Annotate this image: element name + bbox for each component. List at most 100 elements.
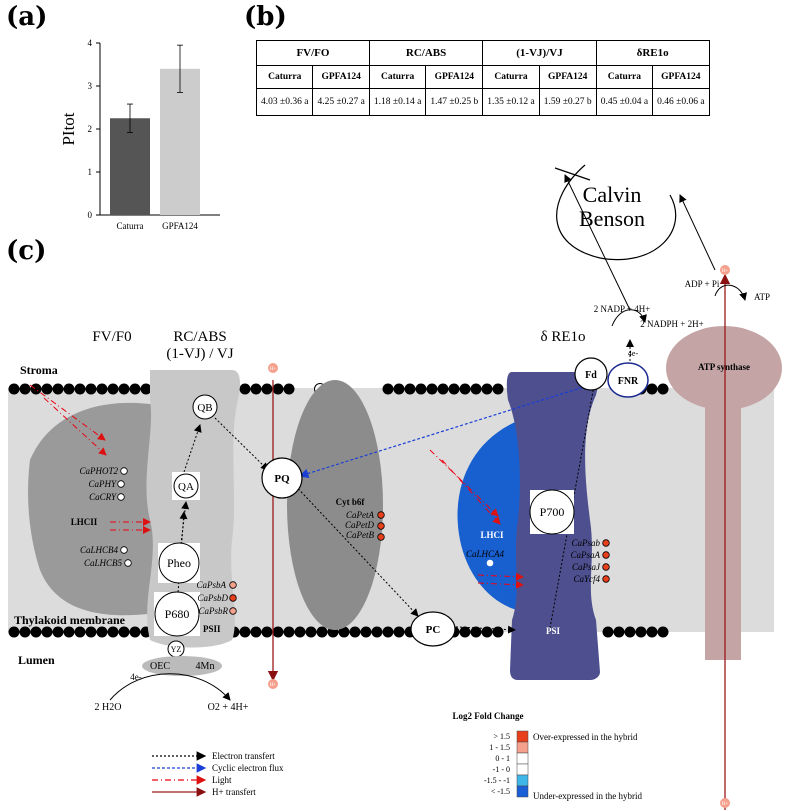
legend-scale-label: > 1.5 bbox=[493, 732, 510, 741]
bar bbox=[160, 68, 200, 215]
psii-label: PSII bbox=[203, 624, 221, 634]
y-axis-label: PItot bbox=[60, 112, 78, 145]
qb-label: QB bbox=[197, 402, 212, 414]
thylakoid-label: Thylakoid membrane bbox=[14, 613, 126, 627]
water-split-arc bbox=[109, 673, 231, 701]
lipid-head bbox=[96, 383, 108, 395]
light-arrow bbox=[43, 397, 107, 456]
legend-scale-label: -1 - 0 bbox=[493, 765, 510, 774]
adp-arc bbox=[714, 284, 747, 301]
gene-label: CaLHCB4 bbox=[80, 545, 119, 555]
lipid-head bbox=[129, 383, 141, 395]
lipid-head bbox=[602, 626, 614, 638]
lipid-head bbox=[492, 383, 504, 395]
legend-swatch bbox=[516, 763, 529, 776]
fd-label: Fd bbox=[585, 370, 597, 381]
electron-arrow bbox=[183, 424, 202, 473]
lipid-head bbox=[19, 383, 31, 395]
oec-label: OEC bbox=[150, 661, 170, 672]
gene-label: CaLHCA4 bbox=[466, 549, 505, 559]
lipid-head bbox=[19, 626, 31, 638]
lipid-head bbox=[470, 383, 482, 395]
table-cell: 0.45 ±0.04 a bbox=[595, 88, 654, 116]
gene-label: CaPHOT2 bbox=[79, 466, 118, 476]
atp-synthase-stalk bbox=[705, 380, 741, 660]
lipid-head bbox=[360, 626, 372, 638]
lipid-head bbox=[426, 383, 438, 395]
calvin-cycle-arrow-head bbox=[554, 167, 591, 181]
h-plus-dot bbox=[268, 679, 278, 689]
lipid-head bbox=[41, 383, 53, 395]
gene-label: CaPsbR bbox=[198, 606, 228, 616]
nadph-label: 2 NADPH + 2H+ bbox=[640, 319, 703, 329]
lipid-head bbox=[305, 626, 317, 638]
y-tick-label: 1 bbox=[88, 167, 93, 177]
lipid-head bbox=[404, 383, 416, 395]
y-tick-label: 3 bbox=[88, 81, 93, 91]
expression-dot bbox=[602, 539, 610, 547]
lipid-head bbox=[657, 626, 669, 638]
expression-dot bbox=[229, 594, 237, 602]
gene-label: CaPsaA bbox=[570, 550, 600, 560]
table-subheader: Caturra bbox=[255, 65, 314, 89]
lipid-heads-top bbox=[8, 383, 669, 395]
atp-to-calvin-arrow bbox=[679, 194, 716, 271]
legend-over: Over-expressed in the hybrid bbox=[533, 732, 638, 742]
mn-label: 4Mn bbox=[196, 661, 215, 672]
legend-scale: > 1.51 - 1.50 - 1-1 - 0-1.5 - -1< -1.5 bbox=[484, 730, 529, 798]
table-cell: 4.03 ±0.36 a bbox=[255, 88, 314, 116]
table-subheader: GPFA124 bbox=[652, 65, 710, 89]
cyclic-electron-arrow bbox=[298, 385, 588, 479]
gene-label: CaPsab bbox=[571, 538, 600, 548]
lipid-head bbox=[96, 626, 108, 638]
expression-dot bbox=[602, 551, 610, 559]
expression-dot bbox=[602, 563, 610, 571]
atp-label: ATP bbox=[754, 292, 770, 302]
expression-dot bbox=[124, 559, 132, 567]
lumen-label: Lumen bbox=[18, 653, 55, 667]
y-tick-label: 0 bbox=[88, 210, 93, 220]
h-plus-label: H+ bbox=[722, 269, 729, 274]
lipid-head bbox=[635, 626, 647, 638]
expression-dot bbox=[602, 575, 610, 583]
header-vj: (1-VJ) / VJ bbox=[166, 346, 233, 362]
cyt-b6f-label: Cyt b6f bbox=[336, 497, 366, 507]
lipid-head bbox=[283, 383, 295, 395]
lipid-head bbox=[646, 626, 658, 638]
lhcii-label: LHCII bbox=[71, 517, 98, 527]
lipid-head bbox=[261, 383, 273, 395]
nadp-arc bbox=[611, 309, 647, 327]
cyt-b6f-complex bbox=[287, 380, 383, 630]
legend-line-label: H+ transfert bbox=[212, 787, 256, 797]
lipid-head bbox=[129, 626, 141, 638]
expression-dot bbox=[229, 581, 237, 589]
lhcii-complex bbox=[28, 402, 175, 616]
y-tick-label: 2 bbox=[88, 124, 93, 134]
lipid-head bbox=[74, 383, 86, 395]
lipid-head bbox=[239, 626, 251, 638]
lipid-head bbox=[74, 626, 86, 638]
lipid-head bbox=[338, 626, 350, 638]
legend-line-label: Cyclic electron flux bbox=[212, 763, 284, 773]
bar bbox=[110, 118, 150, 215]
photosynthesis-params-table: FV/FO RC/ABS (1-VJ)/VJ δRE1o Caturra GPF… bbox=[255, 40, 710, 116]
gene-label: CaPsaJ bbox=[572, 562, 601, 572]
legend-scale-label: < -1.5 bbox=[491, 787, 510, 796]
lipid-head bbox=[415, 383, 427, 395]
nadph-to-calvin-arrow bbox=[564, 174, 631, 311]
lipid-head bbox=[85, 383, 97, 395]
table-cell: 4.25 ±0.27 a bbox=[312, 88, 370, 116]
lipid-head bbox=[118, 626, 130, 638]
table-group-header: FV/FO bbox=[256, 40, 370, 66]
lipid-head bbox=[8, 383, 20, 395]
calvin-label-line2: Benson bbox=[579, 206, 645, 231]
gene-label: CaPetD bbox=[345, 520, 374, 530]
lipid-head bbox=[393, 626, 405, 638]
calvin-cycle-loop bbox=[556, 164, 677, 261]
pc-label: PC bbox=[426, 624, 441, 636]
panel-label-b: (b) bbox=[244, 2, 287, 32]
lipid-head bbox=[52, 383, 64, 395]
lipid-head bbox=[140, 383, 152, 395]
